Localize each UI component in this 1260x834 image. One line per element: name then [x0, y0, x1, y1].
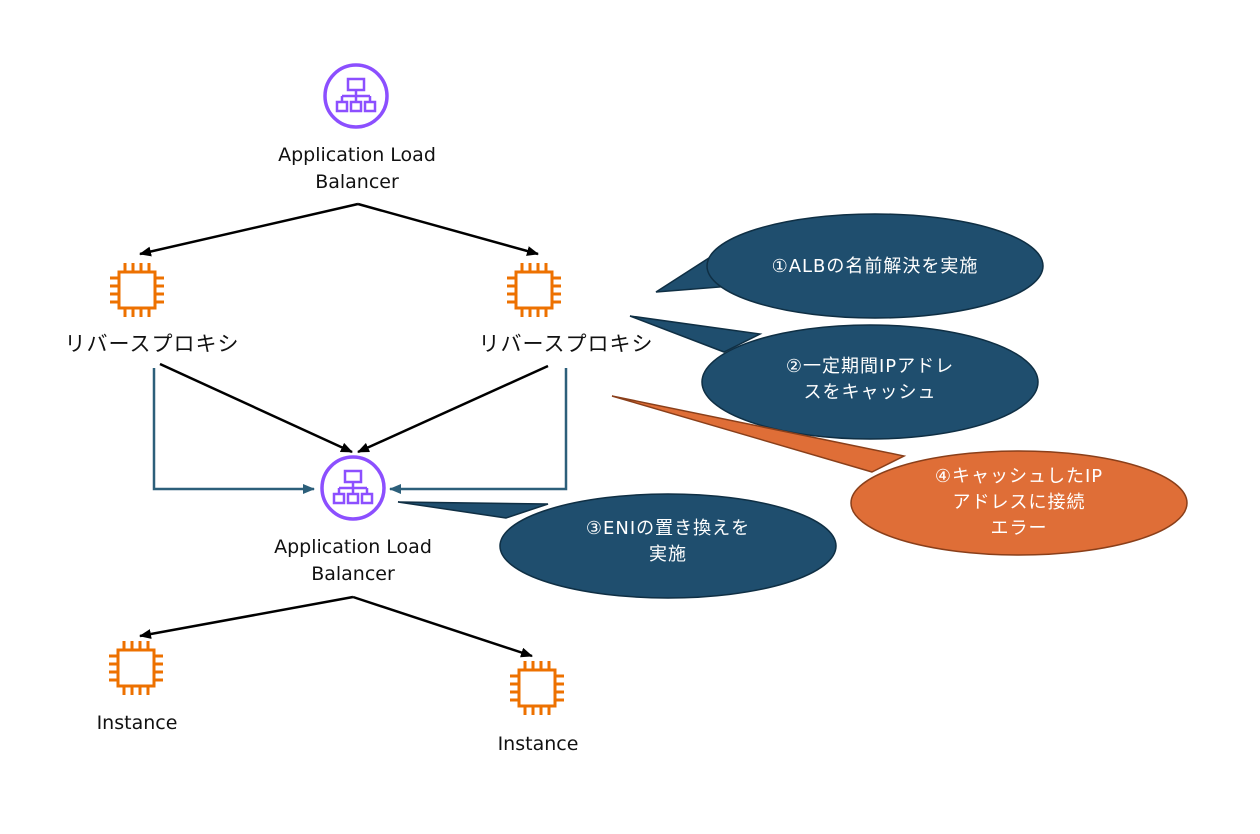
chip-icon [106, 638, 166, 698]
arrow-proxy-left-to-alb [159, 362, 353, 454]
load-balancer-icon [320, 455, 386, 521]
alb-mid-label: Application Load Balancer [233, 534, 473, 587]
arrow-proxy-right-to-alb [357, 364, 549, 454]
callout-3-text: ③ENIの置き換えを 実施 [528, 516, 808, 568]
callout-1-bubble [655, 213, 1044, 319]
callout-4-line1: ④キャッシュしたIP [934, 466, 1104, 487]
callout-4-bubble [611, 395, 1188, 556]
chip-icon [507, 658, 567, 718]
arrow-alb-to-proxy-left [139, 202, 359, 257]
arrow-alb-to-instance-right [352, 595, 533, 658]
callout-1-line1: ①ALBの名前解決を実施 [771, 256, 979, 277]
arrow-alb-to-proxy-right [357, 202, 539, 256]
arrow-alb-to-instance-left [139, 595, 354, 639]
callout-3-bubble [397, 493, 837, 599]
alb-mid-label-line1: Application Load [274, 536, 432, 558]
callout-4-text: ④キャッシュしたIP アドレスに接続 エラー [879, 464, 1159, 542]
callout-3-line1: ③ENIの置き換えを [585, 518, 751, 539]
load-balancer-icon [323, 63, 389, 129]
chip-icon [107, 260, 167, 320]
alb-top-label-line1: Application Load [278, 144, 436, 166]
callout-2-line2: スをキャッシュ [803, 382, 937, 404]
instance-right-label: Instance [497, 733, 579, 755]
proxy-right-label: リバースプロキシ [478, 332, 654, 356]
arrow-proxy-right-elbow [389, 368, 568, 494]
alb-top-label-line2: Balancer [315, 170, 399, 193]
callout-2-bubble [629, 315, 1039, 440]
alb-top-label: Application Load Balancer [237, 142, 477, 195]
instance-left-label: Instance [96, 712, 178, 734]
callout-1-text: ①ALBの名前解決を実施 [735, 254, 1015, 280]
callout-2-line1: ②一定期間IPアドレ [785, 356, 955, 377]
proxy-left-label: リバースプロキシ [64, 332, 240, 356]
callout-2-text: ②一定期間IPアドレ スをキャッシュ [730, 354, 1010, 406]
chip-icon [504, 260, 564, 320]
callout-3-line2: 実施 [649, 544, 687, 566]
arrow-proxy-left-elbow [152, 368, 315, 494]
alb-mid-label-line2: Balancer [311, 562, 395, 585]
callout-4-line3: エラー [990, 518, 1048, 540]
callout-4-line2: アドレスに接続 [952, 492, 1086, 514]
